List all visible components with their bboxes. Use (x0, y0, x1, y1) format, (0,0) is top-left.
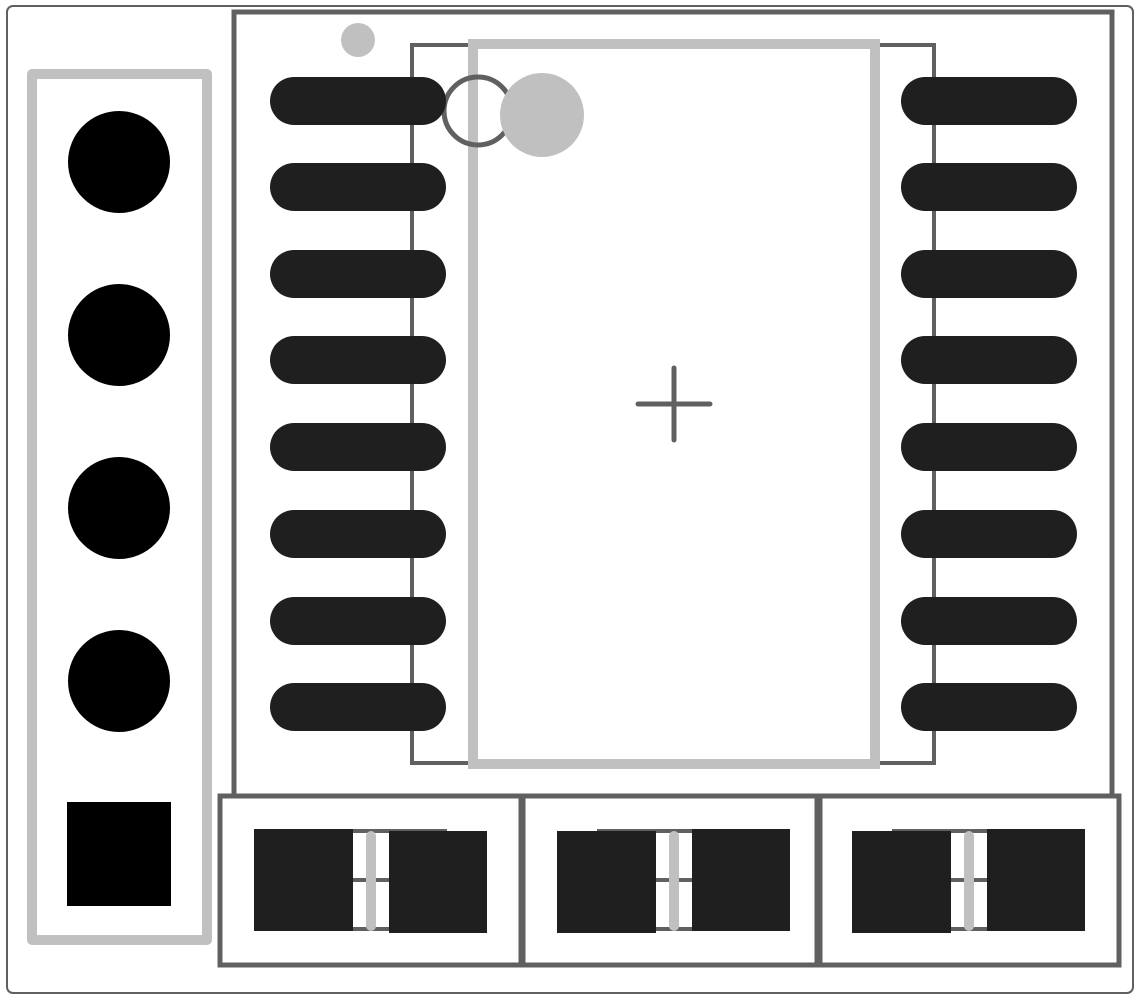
pin-header (27, 69, 212, 945)
passive-courtyard (520, 793, 820, 968)
passive-pad (852, 831, 951, 933)
header-pin-1 (68, 111, 170, 213)
ic-pads-right (901, 77, 1077, 731)
passive-pad (987, 829, 1085, 931)
header-pin-3 (68, 457, 170, 559)
pin1-silk-dot (500, 73, 584, 157)
passive-pad (389, 831, 487, 933)
ic-pads-left (270, 77, 446, 731)
smd-passive-1 (217, 793, 524, 968)
center-crosshair (635, 365, 713, 443)
pin-header-silkscreen (27, 69, 212, 945)
passive-pad (254, 829, 353, 931)
smd-passive-3 (817, 793, 1122, 968)
header-pin-2 (68, 284, 170, 386)
header-pin-4 (68, 630, 170, 732)
pin1-marker-dot (341, 23, 375, 57)
ic-package (231, 9, 1115, 799)
passive-pad (557, 831, 656, 933)
header-pin-5-square (67, 802, 171, 906)
passive-pad (692, 829, 790, 931)
board-outline (6, 5, 1134, 994)
ic-silkscreen-body (468, 39, 880, 769)
smd-passive-2 (520, 793, 820, 968)
passive-courtyard (817, 793, 1122, 968)
